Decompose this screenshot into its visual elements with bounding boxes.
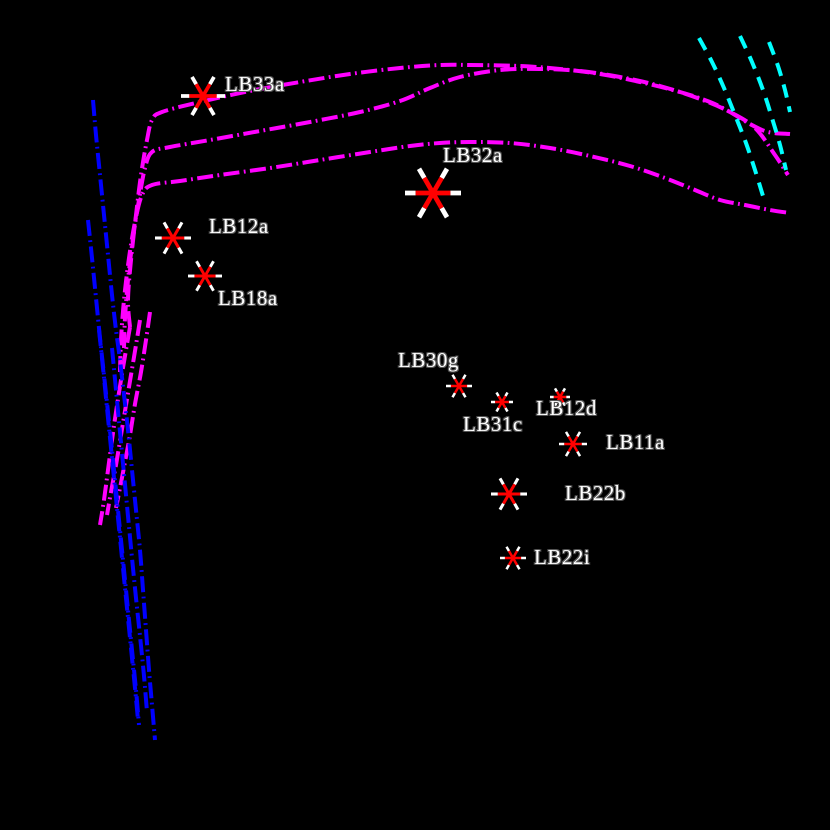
marker-ray-core <box>422 176 444 210</box>
track-curve-blue-1 <box>91 99 157 741</box>
marker-ray-tip <box>562 387 567 393</box>
marker-ray-tip <box>461 392 467 398</box>
marker-ray-tip <box>190 106 198 116</box>
track-curve-magenta-lower <box>118 139 791 373</box>
marker-ray-tip <box>564 431 570 438</box>
marker-ray-tip <box>177 221 184 230</box>
data-marker-LB33a[interactable] <box>181 76 225 116</box>
marker-layer <box>155 76 587 570</box>
data-marker-LB12d[interactable] <box>550 387 570 407</box>
marker-ray-core <box>166 227 180 249</box>
marker-ray-tip <box>162 246 169 255</box>
marker-ray-tip <box>209 260 215 268</box>
data-marker-LB30g[interactable] <box>446 374 472 398</box>
marker-ray-core <box>453 378 465 394</box>
track-curve-magenta-steep-a <box>98 326 132 526</box>
marker-ray-tip <box>195 260 201 268</box>
track-curve-blue-4 <box>110 347 149 713</box>
marker-ray-tip <box>553 401 558 407</box>
marker-ray-tip <box>495 407 500 413</box>
marker-ray-core <box>497 395 507 409</box>
marker-ray-tip <box>562 401 567 407</box>
track-curve-cyan-2 <box>738 35 788 171</box>
marker-ray-tip <box>515 564 521 570</box>
marker-ray-tip <box>208 106 216 116</box>
marker-ray-tip <box>513 502 520 511</box>
marker-ray-tip <box>495 391 500 397</box>
marker-ray-tip <box>505 564 511 570</box>
marker-ray-core <box>507 550 519 566</box>
marker-ray-tip <box>498 477 505 486</box>
marker-ray-tip <box>416 167 427 180</box>
marker-ray-tip <box>439 206 450 219</box>
track-curve-magenta-steep-b <box>105 319 142 516</box>
marker-ray-tip <box>504 391 509 397</box>
marker-ray-core <box>198 266 212 286</box>
marker-ray-tip <box>461 374 467 380</box>
marker-ray-tip <box>553 387 558 393</box>
marker-ray-tip <box>162 221 169 230</box>
marker-ray-tip <box>416 206 427 219</box>
curve-group-cyan-tracks <box>697 35 792 197</box>
curve-group-magenta-tracks <box>98 62 791 526</box>
marker-ray-tip <box>209 284 215 292</box>
marker-ray-tip <box>513 477 520 486</box>
data-marker-LB11a[interactable] <box>559 431 587 457</box>
marker-ray-tip <box>177 246 184 255</box>
curve-group-blue-tracks <box>86 99 157 741</box>
marker-ray-core <box>194 83 212 109</box>
marker-ray-tip <box>451 392 457 398</box>
marker-ray-tip <box>576 450 582 457</box>
marker-ray-tip <box>576 431 582 438</box>
marker-ray-core <box>567 435 579 453</box>
marker-ray-core <box>502 483 516 505</box>
track-curve-blue-3 <box>97 329 140 721</box>
data-marker-LB31c[interactable] <box>491 391 513 413</box>
curve-layer <box>86 35 792 741</box>
marker-ray-tip <box>439 167 450 180</box>
marker-ray-tip <box>195 284 201 292</box>
data-marker-LB12a[interactable] <box>155 221 191 255</box>
marker-ray-tip <box>504 407 509 413</box>
data-marker-LB22i[interactable] <box>500 546 526 570</box>
track-curve-cyan-3 <box>767 41 792 113</box>
marker-ray-tip <box>451 374 457 380</box>
marker-ray-tip <box>190 76 198 86</box>
track-curve-magenta-steep-c <box>114 311 152 509</box>
data-marker-LB32a[interactable] <box>405 167 461 219</box>
marker-ray-core <box>555 391 565 403</box>
marker-ray-tip <box>515 546 521 552</box>
marker-ray-tip <box>498 502 505 511</box>
marker-ray-tip <box>208 76 216 86</box>
marker-ray-tip <box>505 546 511 552</box>
data-marker-LB18a[interactable] <box>188 260 222 292</box>
track-curve-cyan-1 <box>697 37 765 197</box>
data-marker-LB22b[interactable] <box>491 477 527 511</box>
marker-ray-tip <box>564 450 570 457</box>
